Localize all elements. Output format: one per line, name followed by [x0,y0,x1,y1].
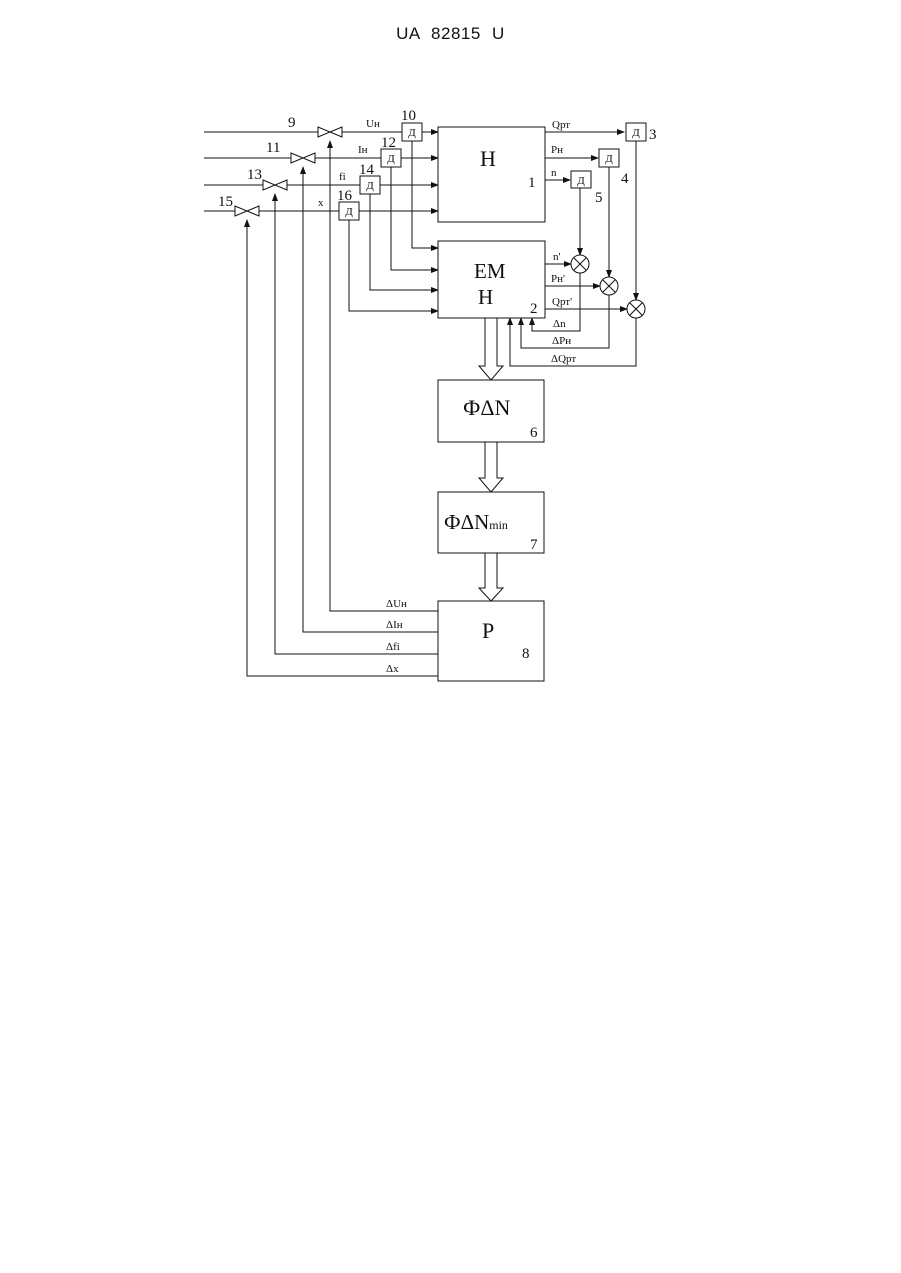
valve-15-number: 15 [218,194,233,210]
block-1-label: Н [480,146,496,171]
signal-f-i: fi [339,171,346,183]
signal-q-rt-prime: Qрт' [552,296,572,308]
block-2-label-line1: ЕМ [474,259,506,283]
signal-delta-p-n: ΔРн [552,335,571,347]
comparator-pn [600,277,618,295]
sensor-10-number: 10 [401,108,416,124]
valve-11-icon [291,153,315,163]
comparator-qrt [627,300,645,318]
sensor-14-label: Д [366,180,374,192]
block-6-label: ФΔN [463,395,511,420]
sensor-4-label: Д [605,153,613,165]
signal-p-n: Рн [551,144,563,156]
signal-x: x [318,197,324,209]
valve-13-number: 13 [247,167,262,183]
sensor-5-label: Д [577,175,585,187]
sensor-3-label: Д [632,127,640,139]
comparator-n [571,255,589,273]
block-1-number: 1 [528,175,536,191]
signal-u-n: Uн [366,118,380,130]
bus-arrow-2-to-6 [479,318,503,380]
sensor-10-label: Д [408,127,416,139]
block-7-label-sub: min [489,518,508,532]
signal-delta-f-i: Δfi [386,641,400,653]
block-8-label: Р [482,618,494,643]
sensor-12-number: 12 [381,135,396,151]
sensor-4-number: 4 [621,171,629,187]
block-2-number: 2 [530,301,538,317]
line-sensor12-to-block2 [391,167,438,270]
signal-delta-i-n: ΔIн [386,619,403,631]
valve-15-icon [235,206,259,216]
sensor-16-label: Д [345,206,353,218]
line-sensor14-to-block2 [370,194,438,290]
block-6-number: 6 [530,425,538,441]
signal-p-n-prime: Рн' [551,273,565,285]
block-2-label-line2: Н [478,285,493,309]
signal-delta-x: Δx [386,663,399,675]
bus-arrow-7-to-8 [479,553,503,601]
line-delta-x-to-valve15 [247,220,438,676]
block-7-label-main: ФΔN [444,510,489,534]
valve-13-icon [263,180,287,190]
line-sensor16-to-block2 [349,220,438,311]
signal-delta-n: Δn [553,318,566,330]
bus-arrow-6-to-7 [479,442,503,492]
signal-delta-u-n: ΔUн [386,598,407,610]
block-7-number: 7 [530,537,538,553]
valve-11-number: 11 [266,140,280,156]
sensor-5-number: 5 [595,190,603,206]
valve-9-icon [318,127,342,137]
sensor-14-number: 14 [359,162,375,178]
block-8-number: 8 [522,646,530,662]
line-delta-f-to-valve13 [275,194,438,654]
signal-n: n [551,167,557,179]
signal-i-n: Iн [358,144,368,156]
sensor-12-label: Д [387,153,395,165]
valve-9-number: 9 [288,115,296,131]
signal-n-prime: n' [553,251,561,263]
signal-delta-q-rt: ΔQрт [551,353,576,365]
signal-q-rt: Qрт [552,119,570,131]
sensor-3-number: 3 [649,127,657,143]
sensor-16-number: 16 [337,188,353,204]
line-sensor10-to-block2 [412,141,438,248]
